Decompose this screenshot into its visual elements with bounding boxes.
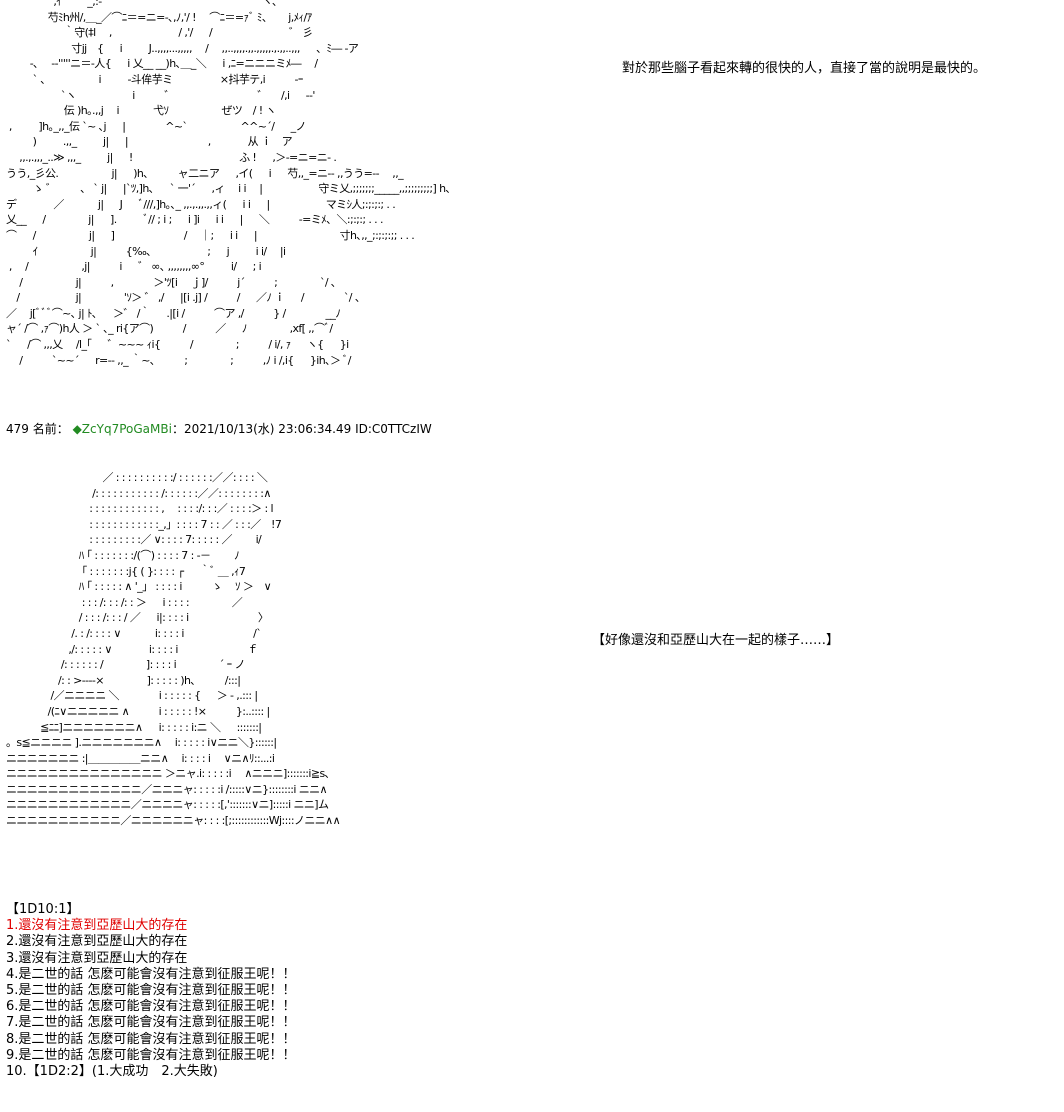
post-name-label: 名前： <box>32 422 69 436</box>
dice-option-5: 5.是二世的話 怎麽可能會沒有注意到征服王呢！！ <box>6 983 296 999</box>
post-date: ：2021/10/13(水) 23:06:34.49 <box>171 422 352 436</box>
dice-option-1: 1.還沒有注意到亞歷山大的存在 <box>6 918 188 934</box>
dice-option-10: 10.【1D2:2】(1.大成功 2.大失敗) <box>6 1064 218 1080</box>
post-id: ID:C0TTCzIW <box>351 422 432 436</box>
dice-option-6: 6.是二世的話 怎麽可能會沒有注意到征服王呢！！ <box>6 999 296 1015</box>
ascii-art-bottom: ／ : : : : : : : : : :/ : : : : : :／／: : … <box>6 471 341 828</box>
dice-header: 【1D10:1】 <box>6 902 80 917</box>
dice-option-4: 4.是二世的話 怎麽可能會沒有注意到征服王呢！！ <box>6 966 296 982</box>
dice-roll-block: 【1D10:1】 1.還沒有注意到亞歷山大的存在 2.還沒有注意到亞歷山大的存在… <box>6 902 296 1080</box>
dice-option-7: 7.是二世的話 怎麽可能會沒有注意到征服王呢！！ <box>6 1015 296 1031</box>
post-header: 479 名前： ◆ZcYq7PoGaMBi：2021/10/13(水) 23:0… <box>6 421 432 437</box>
post-trip-name[interactable]: ◆ZcYq7PoGaMBi <box>72 422 172 436</box>
dice-option-3: 3.還沒有注意到亞歷山大的存在 <box>6 950 188 966</box>
dice-option-9: 9.是二世的話 怎麽可能會沒有注意到征服王呢！！ <box>6 1047 296 1063</box>
caption-bottom: 【好像還沒和亞歷山大在一起的樣子……】 <box>592 633 840 648</box>
dice-option-2: 2.還沒有注意到亞歷山大的存在 <box>6 934 188 950</box>
post-number: 479 <box>6 422 29 436</box>
ascii-art-top: ,ｲ' _,:‐'´ `ヽ､ 芍ﾐh州/,＿_／⌒ﾆ＝=ニ=-､,ﾉ,'/ ! … <box>6 0 451 367</box>
dice-option-8: 8.是二世的話 怎麽可能會沒有注意到征服王呢！！ <box>6 1031 296 1047</box>
caption-top: 對於那些腦子看起來轉的很快的人，直接了當的說明是最快的。 <box>622 61 987 76</box>
